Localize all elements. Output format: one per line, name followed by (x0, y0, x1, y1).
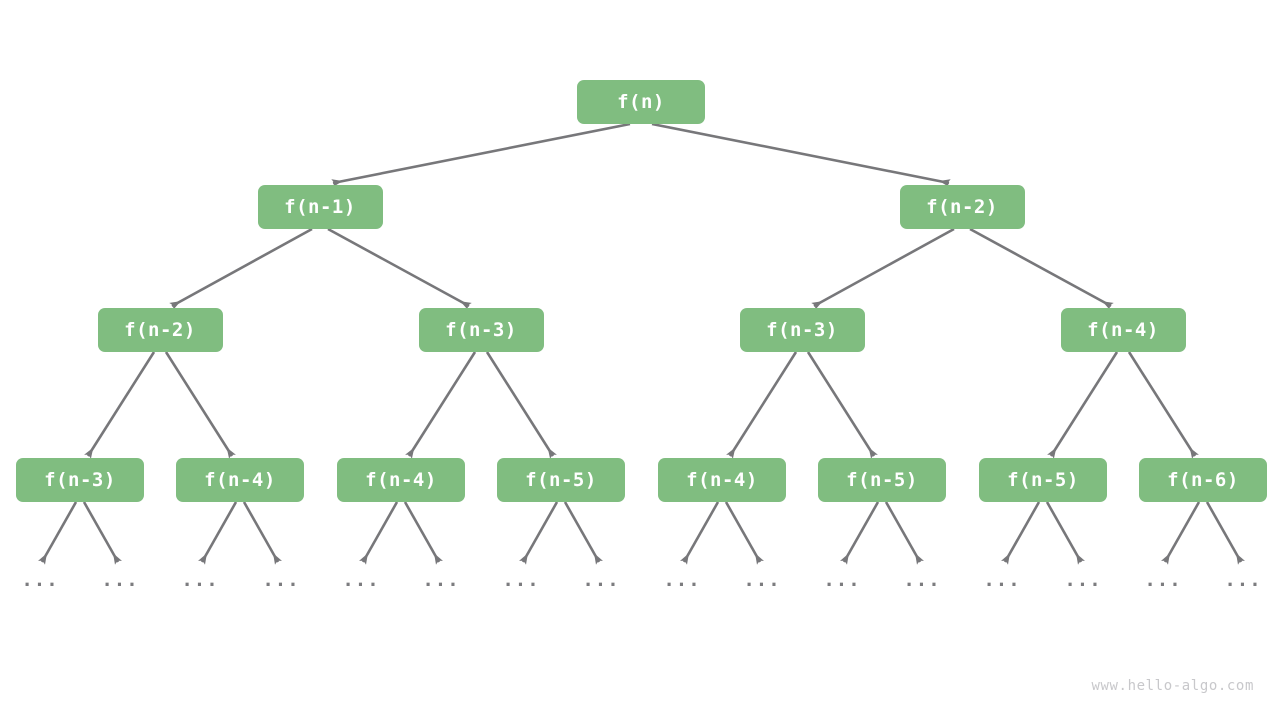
tree-node: f(n-2) (97, 308, 223, 352)
tree-edge (405, 351, 477, 459)
tree-edge (331, 122, 631, 188)
tree-node: f(n-3) (16, 458, 144, 502)
ellipsis-leaf: ··· (1144, 574, 1182, 596)
ellipsis-leaf: ··· (823, 574, 861, 596)
tree-edge (806, 351, 878, 459)
tree-node: f(n-3) (418, 308, 544, 352)
ellipsis-leaf: ··· (502, 574, 540, 596)
ellipsis-leaf: ··· (101, 574, 139, 596)
tree-edge (327, 227, 472, 310)
tree-edge (164, 351, 236, 459)
tree-edge (169, 227, 313, 310)
tree-node: f(n-4) (337, 458, 465, 502)
tree-node: f(n-1) (257, 185, 383, 229)
tree-edge (651, 122, 951, 188)
tree-edge (1205, 501, 1245, 565)
tree-edge (811, 227, 955, 310)
ellipsis-leaf: ··· (21, 574, 59, 596)
tree-node: f(n) (577, 80, 705, 124)
tree-edge (1045, 501, 1085, 565)
tree-node: f(n-6) (1139, 458, 1267, 502)
ellipsis-leaf: ··· (1224, 574, 1262, 596)
tree-edge (519, 501, 559, 565)
tree-edge (563, 501, 603, 565)
tree-edge (403, 501, 443, 565)
tree-node: f(n-4) (1060, 308, 1186, 352)
tree-edge (840, 501, 880, 565)
tree-edge (1047, 351, 1119, 459)
tree-edge (1161, 501, 1201, 565)
tree-node: f(n-5) (818, 458, 946, 502)
tree-edge (38, 501, 78, 565)
tree-node: f(n-4) (176, 458, 304, 502)
tree-node: f(n-2) (899, 185, 1025, 229)
watermark-label: www.hello-algo.com (1091, 678, 1254, 694)
ellipsis-leaf: ··· (582, 574, 620, 596)
tree-edge (485, 351, 557, 459)
tree-edge (724, 501, 764, 565)
tree-edge (1127, 351, 1199, 459)
ellipsis-leaf: ··· (743, 574, 781, 596)
ellipsis-leaf: ··· (422, 574, 460, 596)
ellipsis-leaf: ··· (262, 574, 300, 596)
ellipsis-leaf: ··· (983, 574, 1021, 596)
tree-edge (726, 351, 798, 459)
tree-node: f(n-5) (979, 458, 1107, 502)
tree-edge (1001, 501, 1041, 565)
tree-edge (969, 227, 1114, 310)
ellipsis-leaf: ··· (342, 574, 380, 596)
tree-node: f(n-3) (739, 308, 865, 352)
ellipsis-leaf: ··· (903, 574, 941, 596)
ellipsis-leaf: ··· (181, 574, 219, 596)
tree-edge (884, 501, 924, 565)
tree-edge (242, 501, 282, 565)
ellipsis-leaf: ··· (663, 574, 701, 596)
ellipsis-leaf: ··· (1064, 574, 1102, 596)
tree-edge (84, 351, 156, 459)
tree-node: f(n-4) (658, 458, 786, 502)
tree-edge (82, 501, 122, 565)
tree-edge (680, 501, 720, 565)
tree-edge (198, 501, 238, 565)
tree-node: f(n-5) (497, 458, 625, 502)
tree-edge (359, 501, 399, 565)
